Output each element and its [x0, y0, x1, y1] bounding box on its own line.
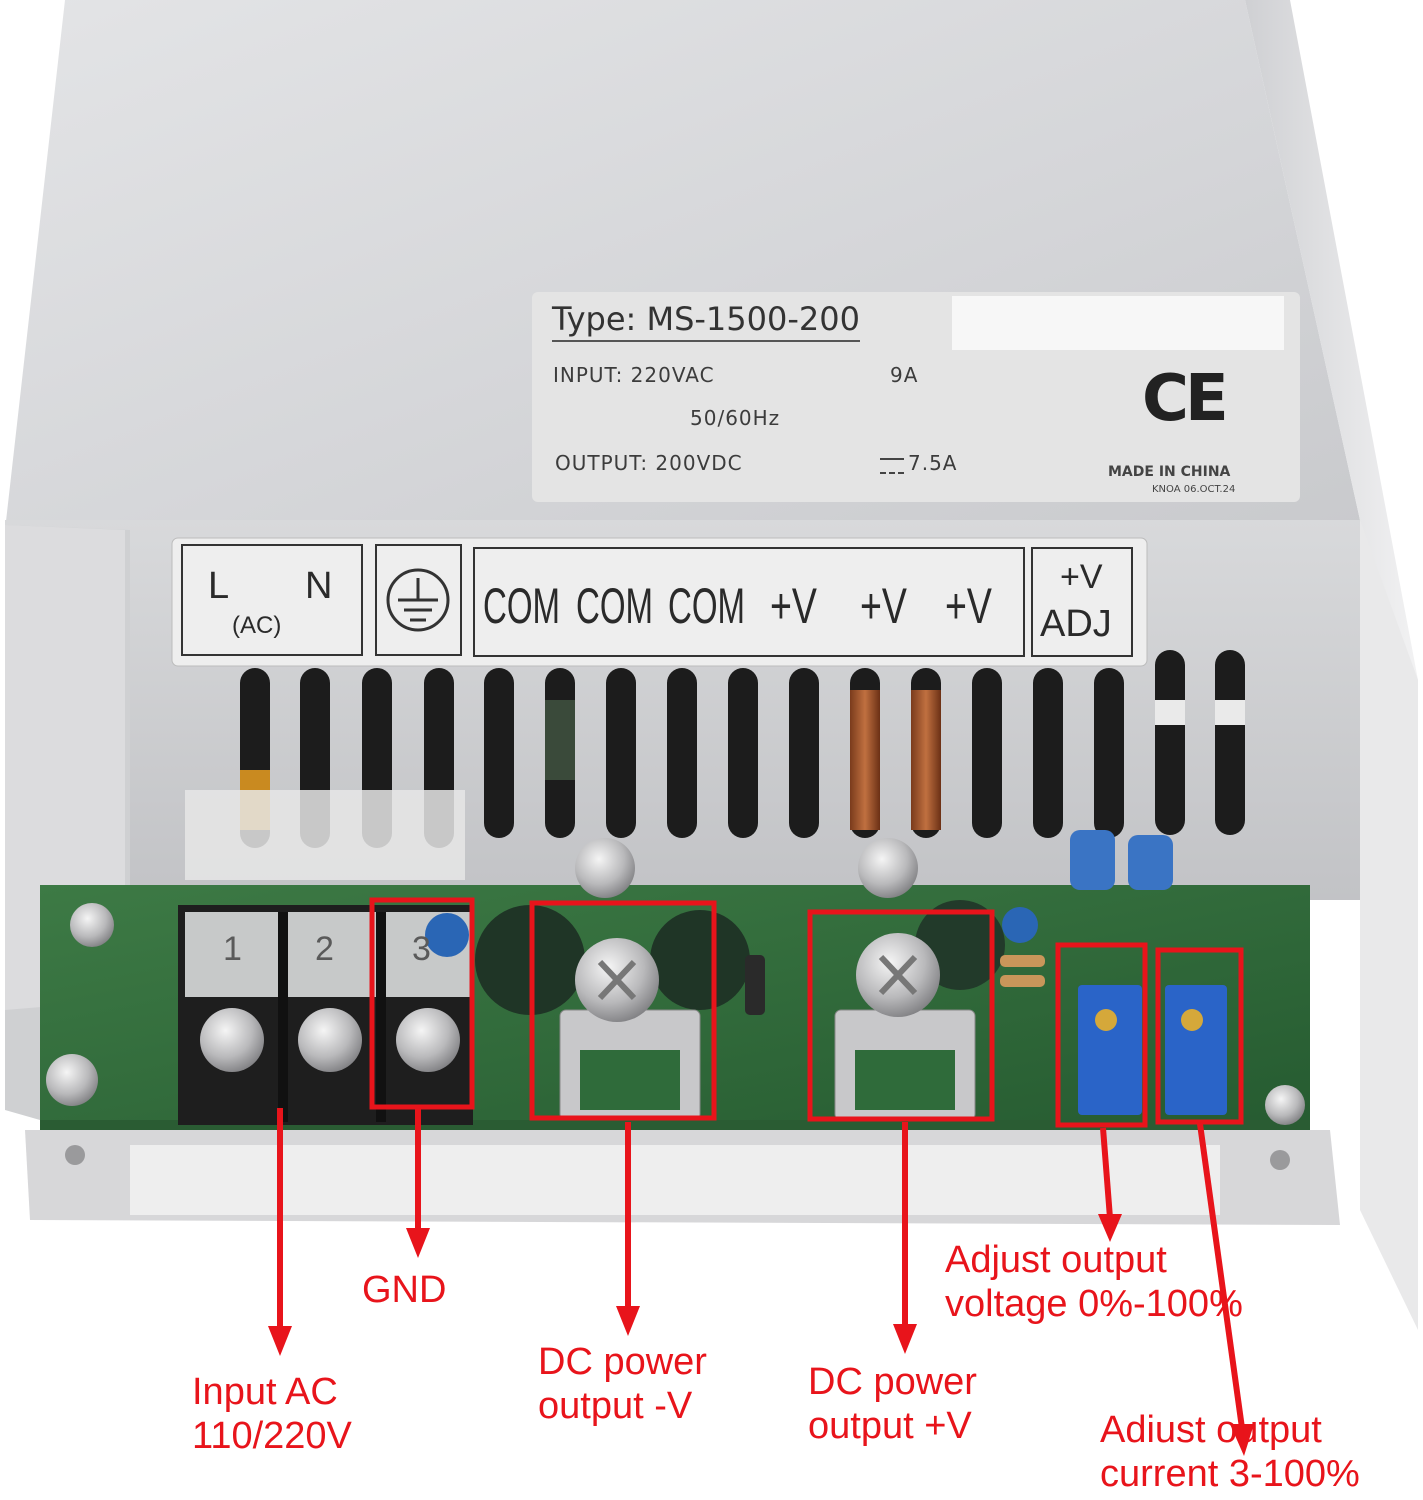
current-adjust-potentiometer: [1165, 985, 1227, 1115]
terminal-l: L: [208, 565, 230, 607]
terminal-com-1: COM: [483, 578, 560, 634]
dc-pos-highlight-box: [807, 909, 995, 1122]
callout-adj-current-line1: Adiust output: [1100, 1409, 1322, 1451]
callout-dc-neg-line1: DC power: [538, 1341, 707, 1383]
current-adjust-arrow: [1197, 1123, 1245, 1429]
output-current: 7.5A: [908, 451, 958, 475]
dc-symbol-icon: [880, 458, 904, 474]
dc-neg-terminal: [559, 938, 701, 1121]
terminal-com-3: COM: [668, 578, 745, 634]
dc-neg-highlight-box: [529, 900, 717, 1121]
terminal-n: N: [305, 565, 333, 607]
voltage-adjust-highlight-box: [1055, 942, 1148, 1128]
terminal-number-2: 2: [315, 930, 334, 968]
terminal-adj-top: +V: [1060, 558, 1103, 596]
callout-gnd: GND: [362, 1269, 447, 1311]
output-rating: OUTPUT: 200VDC: [555, 451, 743, 475]
input-frequency: 50/60Hz: [690, 406, 781, 430]
callout-input-ac-line2: 110/220V: [192, 1415, 352, 1457]
input-rating: INPUT: 220VAC: [553, 363, 715, 387]
ground-icon: [386, 568, 450, 632]
callout-dc-pos-line2: output +V: [808, 1405, 972, 1447]
terminal-pv-2: +V: [860, 578, 907, 634]
terminal-pv-1: +V: [770, 578, 817, 634]
dc-pos-terminal: [834, 933, 976, 1121]
callout-adj-current-line2: current 3-100%: [1100, 1453, 1360, 1495]
current-adjust-highlight-box: [1155, 947, 1244, 1125]
gnd-highlight-box: [369, 897, 475, 1110]
terminal-number-1: 1: [223, 930, 242, 968]
ce-mark-icon: CE: [1142, 362, 1229, 436]
terminal-com-2: COM: [576, 578, 653, 634]
callout-dc-neg-line2: output -V: [538, 1385, 693, 1427]
made-in-china: MADE IN CHINA: [1108, 464, 1231, 480]
terminal-ac: (AC): [232, 612, 282, 639]
callout-adj-voltage-line2: voltage 0%-100%: [945, 1283, 1243, 1325]
label-blank-area: [952, 296, 1284, 350]
callout-adj-voltage-line1: Adjust output: [945, 1239, 1167, 1281]
input-current: 9A: [890, 363, 919, 387]
callout-input-ac-line1: Input AC: [192, 1371, 338, 1413]
voltage-adjust-potentiometer: [1078, 985, 1142, 1115]
terminal-adj-bottom: ADJ: [1040, 603, 1112, 645]
date-code: KNOA 06.OCT.24: [1152, 484, 1236, 495]
voltage-adjust-arrow: [1100, 1127, 1113, 1219]
terminal-number-3: 3: [412, 930, 431, 968]
model-type: Type: MS-1500-200: [552, 300, 860, 342]
callout-dc-pos-line1: DC power: [808, 1361, 977, 1403]
terminal-pv-3: +V: [945, 578, 992, 634]
